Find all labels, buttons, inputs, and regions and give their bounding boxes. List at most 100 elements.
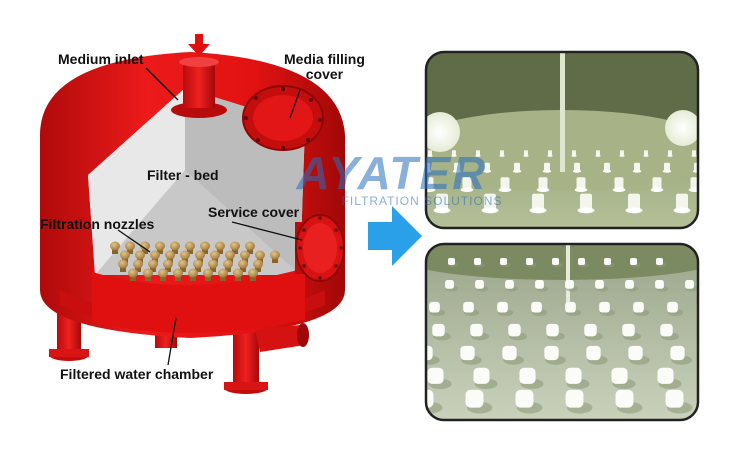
photo-nozzle (625, 279, 639, 292)
photo-nozzle (660, 323, 679, 341)
photo-nozzle (452, 162, 462, 173)
filtration-nozzle (203, 268, 213, 281)
photo-nozzle (578, 258, 589, 268)
filtration-nozzle (125, 241, 135, 254)
media-filling-cover-label: Media filling cover (284, 51, 365, 83)
photo-nozzle (622, 323, 641, 341)
photo-nozzle (542, 162, 552, 173)
photo-nozzle (584, 323, 603, 341)
filtration-nozzle (120, 250, 130, 263)
medium-inlet-label: Medium inlet (58, 51, 144, 67)
photo-nozzle (433, 193, 451, 214)
outlet-pipe (255, 323, 309, 352)
photo-nozzle (498, 177, 512, 193)
photo-nozzle (432, 323, 451, 341)
filtration-nozzle (240, 250, 250, 263)
filtration-nozzle (150, 250, 160, 263)
filtration-nozzle (253, 259, 263, 272)
filtration-nozzle (118, 259, 128, 272)
photo-nozzle (393, 163, 401, 173)
photo-nozzle (662, 162, 672, 173)
photo-nozzle (703, 368, 727, 389)
filtration-nozzle (215, 241, 225, 254)
photo-nozzle (460, 177, 474, 193)
photo-nozzle (655, 279, 669, 292)
photo-nozzle (612, 177, 626, 193)
photo-nozzle (519, 367, 544, 390)
photo-nozzle (547, 150, 553, 157)
photo-nozzle (630, 258, 641, 268)
photo-nozzle (619, 150, 625, 157)
filtration-nozzle (158, 268, 168, 281)
photo-nozzle (722, 194, 739, 214)
photo-nozzle (698, 324, 717, 340)
filtration-nozzle (135, 250, 145, 263)
filter-bed-label: Filter - bed (147, 167, 219, 183)
photo-nozzle (426, 177, 436, 193)
photo-nozzle (502, 345, 524, 365)
photo-nozzle (723, 163, 731, 173)
photo-nozzle (529, 193, 547, 214)
filtration-nozzle (140, 241, 150, 254)
photo-nozzle (632, 162, 642, 173)
filtration-nozzle (110, 241, 120, 254)
photo-nozzle (643, 150, 649, 157)
photo-nozzle (595, 279, 609, 292)
photo-nozzle (460, 345, 482, 365)
photo-nozzle (595, 150, 601, 157)
photo-nozzle (565, 279, 579, 292)
photo-nozzle (500, 258, 511, 268)
photo-nozzle (448, 258, 459, 268)
photo-nozzle (535, 279, 549, 292)
filtration-nozzle (165, 250, 175, 263)
photo-nozzle (426, 389, 443, 414)
photo-nozzle (426, 345, 440, 365)
photo-nozzle (650, 177, 664, 193)
filtration-nozzle (200, 241, 210, 254)
filtration-nozzles-cluster (110, 241, 280, 281)
photo-nozzle (670, 345, 692, 365)
filtration-nozzle (223, 259, 233, 272)
media-filling-cover-label-line2: cover (305, 66, 344, 83)
photo-nozzle (473, 367, 498, 390)
photo-nozzle (429, 301, 446, 316)
photo-nozzle (544, 345, 566, 365)
service-cover (295, 214, 345, 282)
filtration-nozzle (180, 250, 190, 263)
photo-nozzle (628, 345, 650, 365)
photo-nozzle (508, 323, 527, 341)
filtration-nozzle (233, 268, 243, 281)
photo-nozzle (656, 258, 667, 268)
photo-nozzle (611, 367, 636, 390)
photo-nozzle (497, 301, 514, 316)
photo-nozzle (526, 258, 537, 268)
photo-nozzle (451, 150, 457, 157)
photo-nozzle (475, 150, 481, 157)
filtration-nozzle (270, 250, 280, 263)
filtration-nozzle (195, 250, 205, 263)
photo-nozzle (481, 193, 499, 214)
photo-nozzle (577, 193, 595, 214)
photo-nozzle (463, 301, 480, 316)
filtration-nozzle (178, 259, 188, 272)
filtration-nozzle (133, 259, 143, 272)
photo-nozzle (512, 162, 522, 173)
filtration-nozzle (143, 268, 153, 281)
photo-nozzle (691, 150, 697, 157)
filtration-nozzle (230, 241, 240, 254)
filtration-nozzle (225, 250, 235, 263)
filtration-nozzle (170, 241, 180, 254)
media-filling-cover-label-line1: Media filling (284, 51, 365, 67)
filtration-nozzle (155, 241, 165, 254)
nozzle-photo-bottom (424, 242, 727, 422)
filtration-nozzles-label: Filtration nozzles (40, 216, 155, 232)
photo-nozzle (531, 301, 548, 316)
service-cover-label: Service cover (208, 204, 300, 220)
filtration-nozzle (255, 250, 265, 263)
photo-nozzle (546, 323, 565, 341)
photo-nozzle (515, 389, 543, 414)
photo-nozzle (499, 150, 505, 157)
photo-nozzle (385, 177, 398, 192)
photo-nozzle (667, 150, 673, 157)
